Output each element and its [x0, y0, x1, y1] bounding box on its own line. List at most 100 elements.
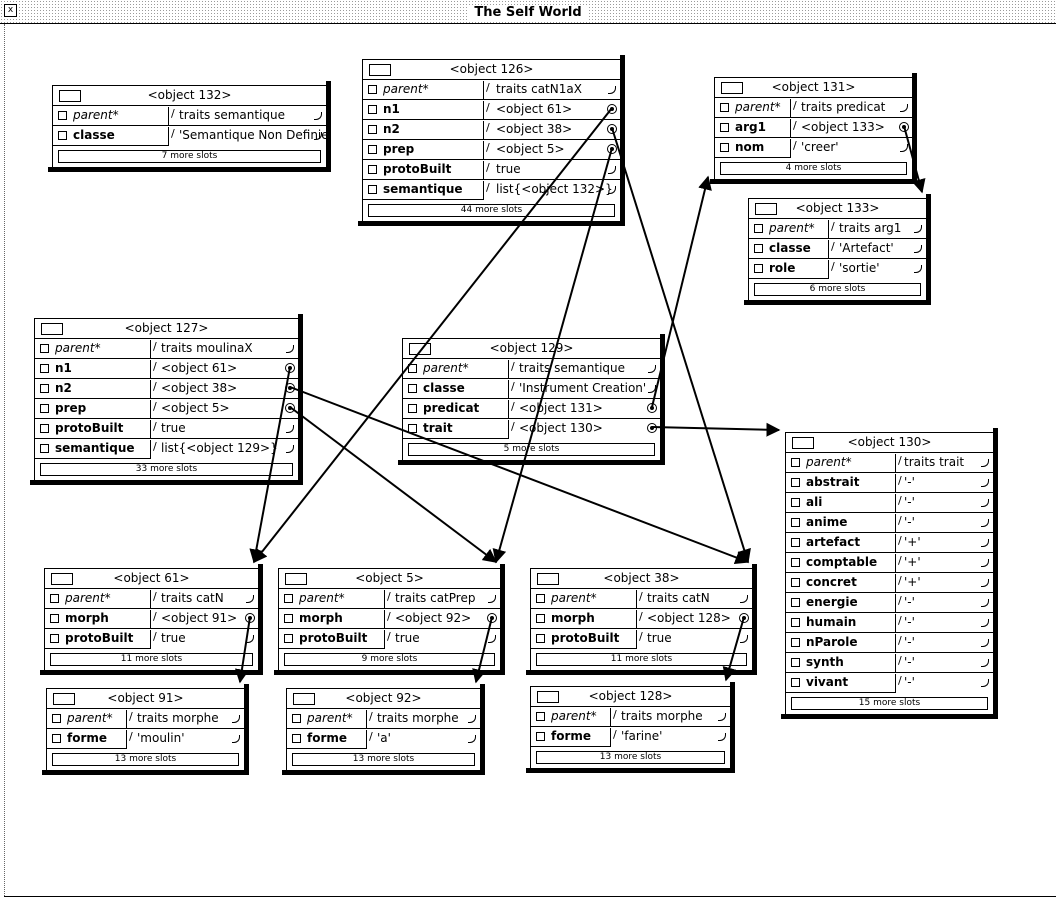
outliner-box-icon[interactable] [41, 323, 63, 335]
slot-checkbox[interactable] [368, 145, 377, 154]
slot-checkbox[interactable] [58, 111, 67, 120]
slot-synth[interactable]: synth/'-' [786, 652, 993, 673]
more-slots-button[interactable]: 11 more slots [536, 653, 747, 666]
slot-value[interactable]: 'Artefact' [839, 241, 894, 255]
more-slots-button[interactable]: 9 more slots [284, 653, 495, 666]
outliner-header[interactable]: <object 128> [531, 687, 730, 706]
reference-dot-icon[interactable] [647, 403, 657, 413]
more-slots-button[interactable]: 11 more slots [50, 653, 253, 666]
expand-hook-icon[interactable] [981, 679, 989, 687]
slot-checkbox[interactable] [50, 634, 59, 643]
more-slots-button[interactable]: 13 more slots [52, 753, 239, 766]
expand-hook-icon[interactable] [648, 385, 656, 393]
slot-value[interactable]: traits semantique [179, 108, 286, 122]
more-slots-button[interactable]: 7 more slots [58, 150, 321, 163]
expand-hook-icon[interactable] [286, 425, 294, 433]
slot-morph[interactable]: morph/<object 92> [279, 608, 500, 629]
slot-semantique[interactable]: semantique/list{<object 129>} [35, 438, 298, 459]
slot-parent[interactable]: parent*/traits predicat [715, 97, 912, 118]
expand-hook-icon[interactable] [981, 539, 989, 547]
slot-prep[interactable]: prep/<object 5> [35, 398, 298, 419]
slot-value[interactable]: true [161, 421, 186, 435]
slot-checkbox[interactable] [791, 558, 800, 567]
slot-nParole[interactable]: nParole/'-' [786, 632, 993, 653]
slot-value[interactable]: <object 131> [519, 401, 603, 415]
slot-nom[interactable]: nom/'creer' [715, 137, 912, 158]
slot-checkbox[interactable] [292, 714, 301, 723]
expand-hook-icon[interactable] [608, 86, 616, 94]
slot-value[interactable]: 'a' [377, 731, 391, 745]
outliner-header[interactable]: <object 38> [531, 569, 752, 588]
outliner-header[interactable]: <object 91> [47, 689, 244, 708]
slot-value[interactable]: true [161, 631, 186, 645]
expand-hook-icon[interactable] [981, 639, 989, 647]
slot-value[interactable]: 'sortie' [839, 261, 880, 275]
slot-value[interactable]: '-' [904, 635, 915, 649]
slot-value[interactable]: <object 130> [519, 421, 603, 435]
slot-checkbox[interactable] [754, 244, 763, 253]
slot-forme[interactable]: forme/'a' [287, 728, 480, 749]
slot-classe[interactable]: classe/'Semantique Non Definie' [53, 125, 332, 146]
slot-energie[interactable]: energie/'-' [786, 592, 993, 613]
slot-n2[interactable]: n2/<object 38> [35, 378, 298, 399]
expand-hook-icon[interactable] [608, 186, 616, 194]
expand-hook-icon[interactable] [314, 112, 322, 120]
more-slots-button[interactable]: 4 more slots [720, 162, 907, 175]
more-slots-button[interactable]: 33 more slots [40, 463, 293, 476]
expand-hook-icon[interactable] [286, 445, 294, 453]
slot-classe[interactable]: classe/'Artefact' [749, 238, 926, 259]
slot-morph[interactable]: morph/<object 91> [45, 608, 258, 629]
slot-value[interactable]: '-' [904, 615, 915, 629]
reference-dot-icon[interactable] [607, 104, 617, 114]
slot-parent[interactable]: parent*/traits morphe [531, 706, 730, 727]
slot-checkbox[interactable] [791, 518, 800, 527]
slot-value[interactable]: <object 128> [647, 611, 731, 625]
expand-hook-icon[interactable] [232, 715, 240, 723]
slot-value[interactable]: 'moulin' [137, 731, 185, 745]
outliner-header[interactable]: <object 132> [53, 86, 326, 105]
slot-checkbox[interactable] [754, 264, 763, 273]
slot-value[interactable]: '-' [904, 475, 915, 489]
slot-checkbox[interactable] [720, 123, 729, 132]
expand-hook-icon[interactable] [468, 715, 476, 723]
slot-n2[interactable]: n2/<object 38> [363, 119, 620, 140]
slot-role[interactable]: role/'sortie' [749, 258, 926, 279]
slot-value[interactable]: traits trait [904, 455, 965, 469]
expand-hook-icon[interactable] [981, 619, 989, 627]
expand-hook-icon[interactable] [981, 499, 989, 507]
slot-checkbox[interactable] [368, 85, 377, 94]
slot-value[interactable]: true [647, 631, 672, 645]
slot-parent[interactable]: parent*/traits moulinaX [35, 338, 298, 359]
outliner-header[interactable]: <object 61> [45, 569, 258, 588]
slot-checkbox[interactable] [536, 712, 545, 721]
slot-checkbox[interactable] [791, 578, 800, 587]
slot-value[interactable]: traits catPrep [395, 591, 476, 605]
expand-hook-icon[interactable] [488, 595, 496, 603]
more-slots-button[interactable]: 15 more slots [791, 697, 988, 710]
reference-dot-icon[interactable] [285, 403, 295, 413]
slot-value[interactable]: list{<object 129>} [161, 441, 278, 455]
expand-hook-icon[interactable] [900, 144, 908, 152]
slot-prep[interactable]: prep/<object 5> [363, 139, 620, 160]
slot-value[interactable]: '-' [904, 495, 915, 509]
outliner-box-icon[interactable] [285, 573, 307, 585]
slot-value[interactable]: 'creer' [801, 140, 839, 154]
outliner-header[interactable]: <object 126> [363, 60, 620, 79]
slot-value[interactable]: true [395, 631, 420, 645]
slot-value[interactable]: <object 5> [161, 401, 230, 415]
slot-ali[interactable]: ali/'-' [786, 492, 993, 513]
slot-checkbox[interactable] [368, 125, 377, 134]
slot-checkbox[interactable] [40, 344, 49, 353]
slot-value[interactable]: traits catN [647, 591, 710, 605]
slot-checkbox[interactable] [52, 714, 61, 723]
slot-value[interactable]: traits catN1aX [496, 82, 582, 96]
expand-hook-icon[interactable] [246, 635, 254, 643]
slot-checkbox[interactable] [536, 732, 545, 741]
expand-hook-icon[interactable] [981, 519, 989, 527]
outliner-box-icon[interactable] [293, 693, 315, 705]
slot-protoBuilt[interactable]: protoBuilt/true [363, 159, 620, 180]
